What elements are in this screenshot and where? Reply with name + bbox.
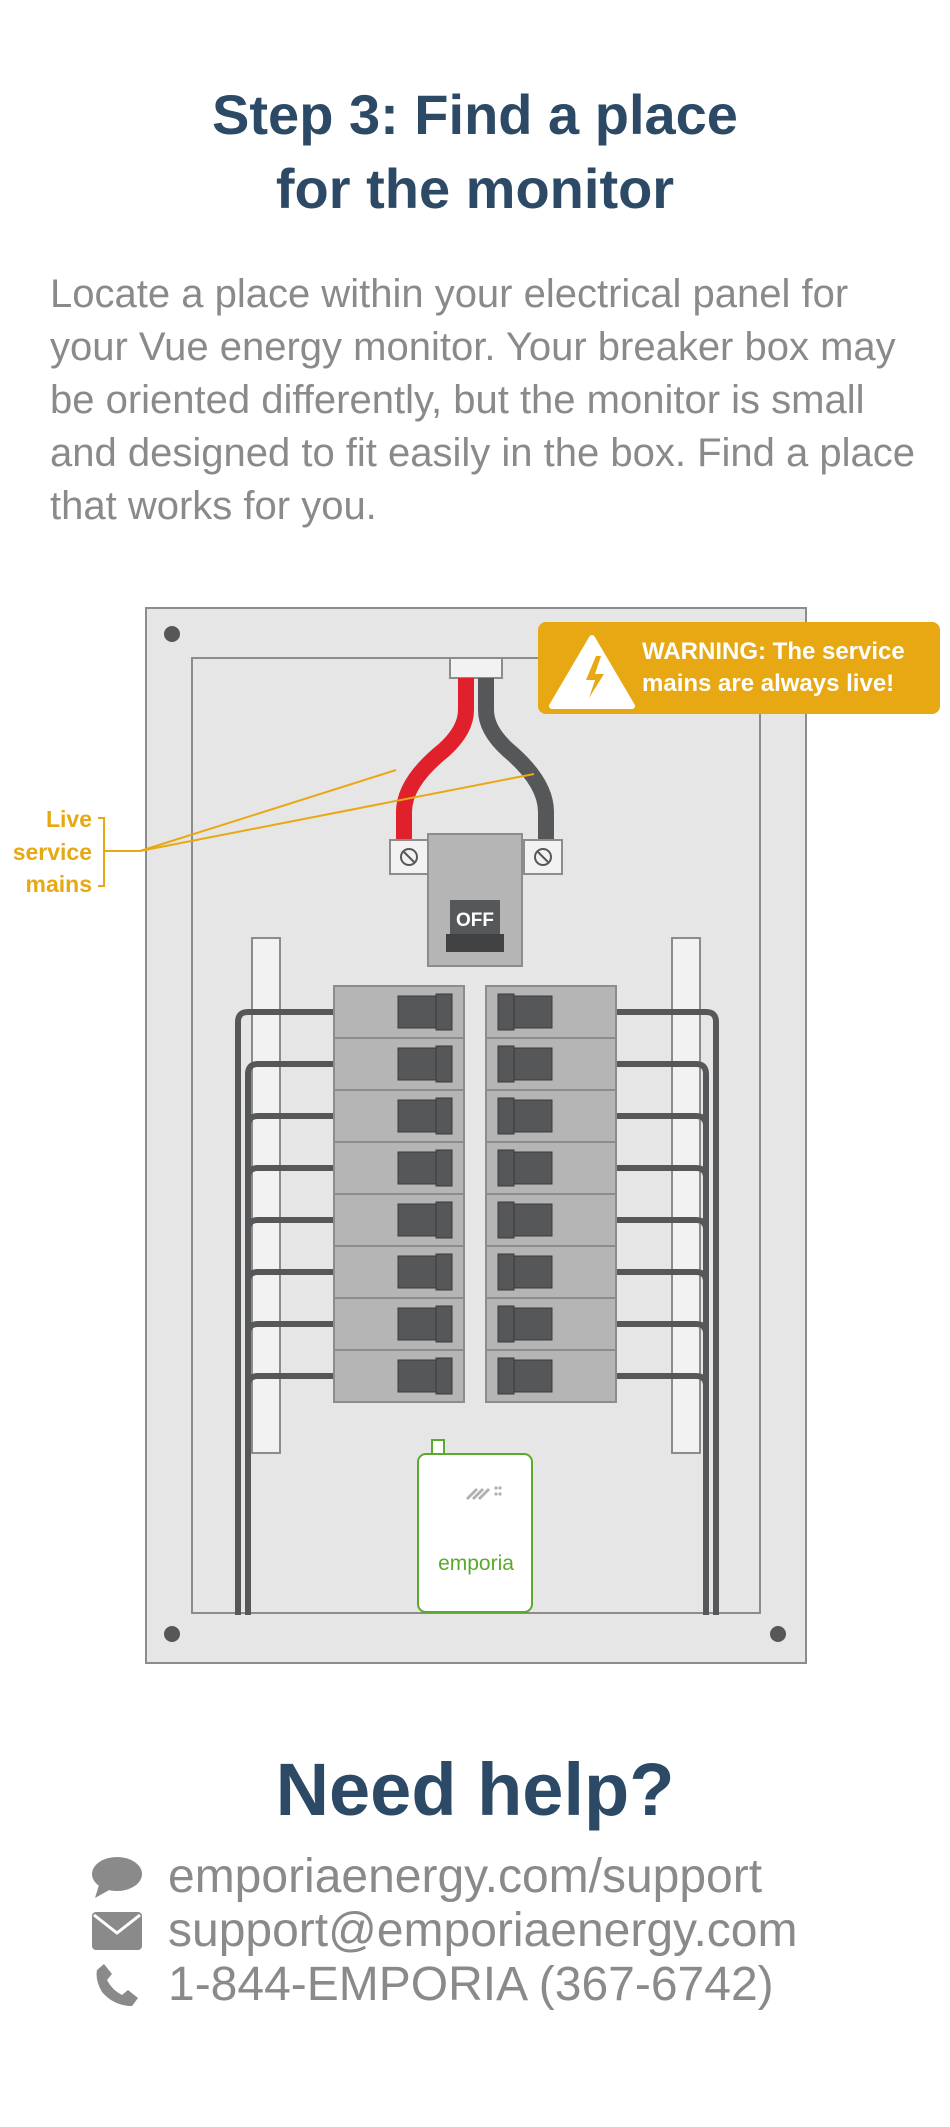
need-help-heading: Need help? bbox=[275, 1748, 675, 1831]
branch-wires-left bbox=[235, 1009, 334, 1615]
warning-line-2: mains are always live! bbox=[642, 670, 894, 697]
phone-icon bbox=[88, 1960, 146, 2010]
breaker-switches-right bbox=[497, 993, 553, 1395]
bus-bar-left bbox=[251, 937, 281, 1454]
monitor-antenna bbox=[431, 1439, 445, 1455]
contact-website[interactable]: emporiaenergy.com/support bbox=[88, 1850, 948, 1904]
chat-bubble-icon bbox=[88, 1852, 146, 1902]
monitor-logo-icon bbox=[466, 1486, 502, 1500]
emporia-vue-monitor bbox=[417, 1453, 533, 1613]
live-service-mains-callout bbox=[98, 769, 535, 887]
service-entry-clamp bbox=[449, 657, 503, 679]
panel-screw bbox=[164, 626, 180, 642]
lightning-bolt-icon bbox=[586, 656, 604, 698]
envelope-icon bbox=[88, 1906, 146, 1956]
callout-line-3: mains bbox=[26, 871, 92, 897]
callout-line-2: service bbox=[13, 839, 92, 865]
support-website-link[interactable]: emporiaenergy.com/support bbox=[168, 1850, 763, 1903]
main-breaker-label: OFF bbox=[456, 910, 494, 931]
support-email-link[interactable]: support@emporiaenergy.com bbox=[168, 1904, 798, 1957]
panel-screw bbox=[770, 1626, 786, 1642]
breaker-switches-left bbox=[397, 993, 453, 1395]
warning-badge bbox=[538, 622, 940, 714]
panel-screw bbox=[164, 1626, 180, 1642]
intro-paragraph: Locate a place within your electrical pa… bbox=[50, 272, 915, 528]
electrical-panel-diagram: OFF emporia Live service mains WARNING: … bbox=[13, 607, 940, 1664]
title-line-1: Step 3: Find a place bbox=[212, 83, 738, 146]
neutral-service-wire bbox=[478, 678, 554, 848]
title-line-2: for the monitor bbox=[275, 157, 675, 220]
main-breaker-switch bbox=[450, 900, 500, 938]
contact-list: emporiaenergy.com/support support@empori… bbox=[88, 1850, 948, 2012]
support-phone-link[interactable]: 1-844-EMPORIA (367-6742) bbox=[168, 1958, 774, 2011]
page-title: Step 3: Find a place for the monitor bbox=[0, 78, 950, 226]
branch-wires-right bbox=[616, 1009, 719, 1615]
callout-line-1: Live bbox=[46, 806, 92, 832]
warning-line-1: WARNING: The service bbox=[642, 638, 905, 665]
bus-bar-right bbox=[671, 937, 701, 1454]
contact-phone[interactable]: 1-844-EMPORIA (367-6742) bbox=[88, 1958, 948, 2012]
monitor-brand: emporia bbox=[438, 1552, 514, 1575]
contact-email[interactable]: support@emporiaenergy.com bbox=[88, 1904, 948, 1958]
